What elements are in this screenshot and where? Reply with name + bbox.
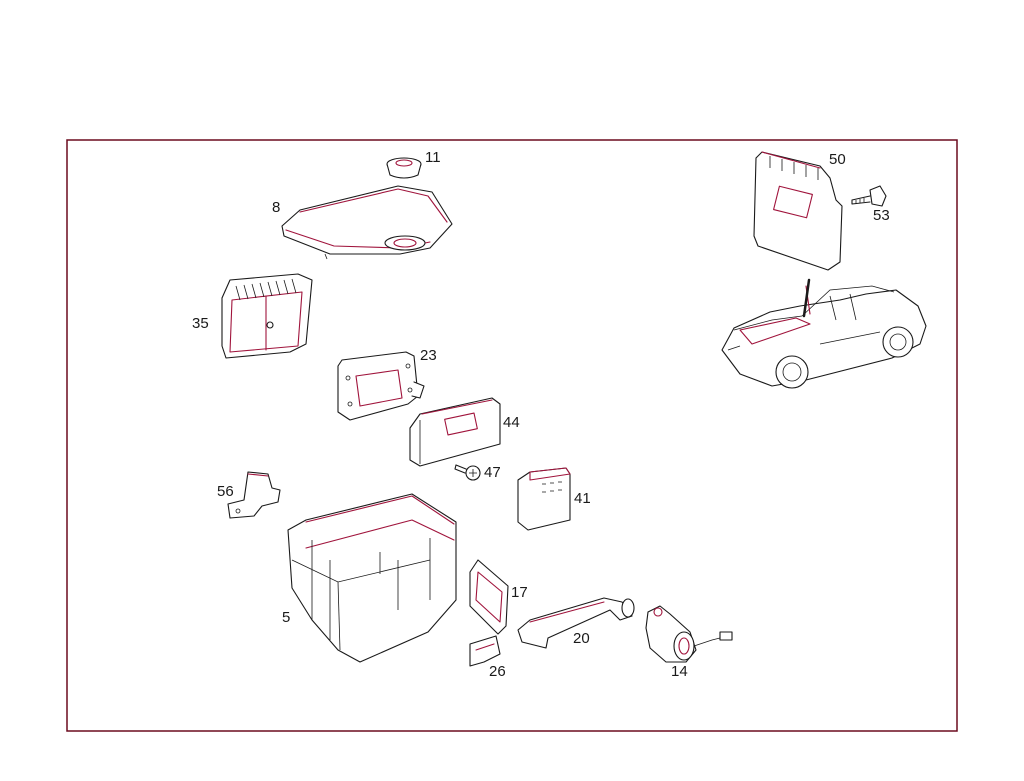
part-53-bolt[interactable] <box>851 185 887 207</box>
callout-23: 23 <box>420 347 437 364</box>
part-26-plug[interactable] <box>469 635 501 667</box>
part-5-housing-box[interactable] <box>287 493 457 663</box>
callout-53: 53 <box>873 207 890 224</box>
callout-14: 14 <box>671 663 688 680</box>
callout-8: 8 <box>272 199 280 216</box>
callout-47: 47 <box>484 464 501 481</box>
part-11-grommet[interactable] <box>386 157 422 179</box>
callout-41: 41 <box>574 490 591 507</box>
callout-20: 20 <box>573 630 590 647</box>
part-17-gasket[interactable] <box>469 559 509 635</box>
part-20-duct[interactable] <box>517 597 635 649</box>
callout-35: 35 <box>192 315 209 332</box>
callout-50: 50 <box>829 151 846 168</box>
part-41-relay-module[interactable] <box>517 467 571 531</box>
part-47-screw[interactable] <box>454 464 481 481</box>
callout-5: 5 <box>282 609 290 626</box>
callout-11: 11 <box>425 149 441 166</box>
part-44-control-unit[interactable] <box>409 397 501 467</box>
callout-26: 26 <box>489 663 506 680</box>
callout-17: 17 <box>511 584 528 601</box>
diagram-frame <box>66 139 958 732</box>
callout-44: 44 <box>503 414 520 431</box>
part-56-clip[interactable] <box>227 471 281 519</box>
callout-56: 56 <box>217 483 234 500</box>
part-8-cover[interactable] <box>281 185 453 260</box>
part-50-control-unit[interactable] <box>753 151 843 271</box>
part-14-fan-motor[interactable] <box>645 605 733 663</box>
car-location-illustration <box>721 278 927 389</box>
part-35-control-module[interactable] <box>221 273 313 359</box>
part-23-bracket[interactable] <box>337 351 425 421</box>
